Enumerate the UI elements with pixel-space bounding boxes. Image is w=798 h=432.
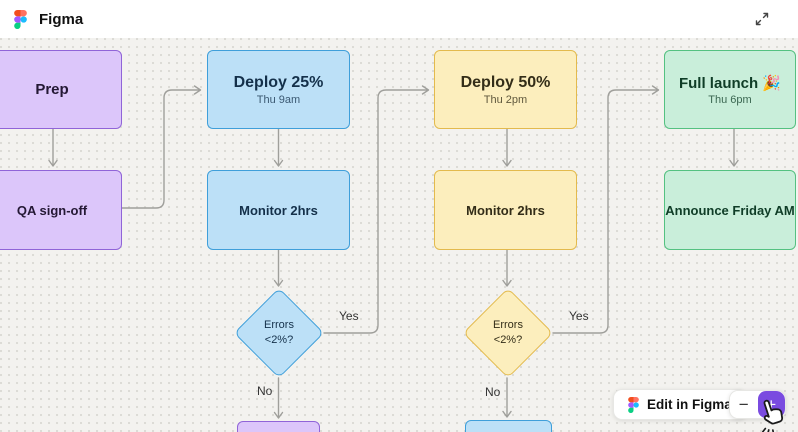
- node-label: QA sign-off: [16, 202, 88, 218]
- flow-node-announce: Announce Friday AM: [664, 170, 796, 250]
- flow-node-monitor-2: Monitor 2hrs: [434, 170, 577, 250]
- flow-node-errors-check-1: Errors <2%?: [233, 287, 325, 379]
- edit-in-figma-label: Edit in Figma: [647, 397, 732, 412]
- flow-node-prep: Prep: [0, 50, 122, 129]
- node-sublabel: Thu 9am: [256, 93, 301, 106]
- flow-node-deploy-25: Deploy 25% Thu 9am: [207, 50, 350, 129]
- flow-connectors: [48, 85, 739, 419]
- node-sublabel: Thu 6pm: [708, 93, 752, 106]
- edge-label-yes-1: Yes: [339, 309, 359, 323]
- node-label: Prep: [35, 81, 69, 98]
- party-popper-emoji: 🎉: [762, 74, 782, 92]
- edge-label-no-2: No: [485, 385, 501, 399]
- flow-node-full-launch: Full launch 🎉 Thu 6pm: [664, 50, 796, 129]
- figma-logo-icon: [628, 396, 639, 413]
- expand-icon[interactable]: [754, 11, 770, 27]
- diagram-canvas[interactable]: Prep QA sign-off Deploy 25% Thu 9am Moni…: [0, 38, 798, 432]
- zoom-in-button[interactable]: +: [757, 391, 785, 418]
- flow-node-monitor-1: Monitor 2hrs: [207, 170, 350, 250]
- node-label: Errors <2%?: [264, 319, 294, 346]
- node-label: Announce Friday AM: [665, 202, 795, 218]
- flow-node-deploy-50: Deploy 50% Thu 2pm: [434, 50, 577, 129]
- node-label: Monitor 2hrs: [466, 202, 545, 218]
- flow-node-stub-purple: [237, 421, 320, 432]
- embed-header: Figma: [0, 0, 798, 38]
- figma-logo-icon: [14, 9, 27, 29]
- flow-node-stub-blue: [465, 420, 552, 432]
- flow-node-errors-check-2: Errors <2%?: [462, 287, 554, 379]
- node-label: Deploy 25%: [233, 73, 324, 91]
- node-sublabel: Thu 2pm: [483, 93, 528, 106]
- node-label: Errors <2%?: [493, 319, 523, 346]
- zoom-control: − +: [729, 390, 786, 419]
- node-label: Full launch 🎉: [679, 74, 781, 92]
- zoom-out-button[interactable]: −: [730, 391, 758, 418]
- edge-label-yes-2: Yes: [569, 309, 589, 323]
- node-label: Deploy 50%: [460, 73, 551, 91]
- node-label-text: Full launch: [678, 74, 759, 92]
- node-label: Monitor 2hrs: [239, 202, 318, 218]
- edit-in-figma-button[interactable]: Edit in Figma: [613, 389, 747, 420]
- app-title: Figma: [39, 10, 84, 28]
- flow-node-qa-sign-off: QA sign-off: [0, 170, 122, 250]
- edge-label-no-1: No: [257, 384, 273, 398]
